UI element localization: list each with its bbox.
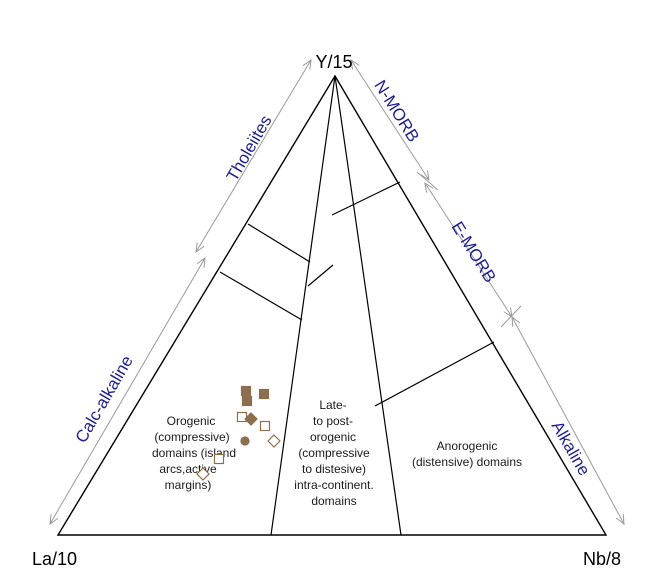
sample-filled-diamond <box>244 412 258 426</box>
boundary-late-anorogenic <box>334 75 402 536</box>
arrow-tholeiites <box>196 60 311 252</box>
svg-text:Anorogenic: Anorogenic <box>437 439 498 453</box>
field-label-orogenic: Orogenic (compressive) domains (island a… <box>152 414 236 492</box>
svg-text:(compressive): (compressive) <box>154 430 229 444</box>
boundary-tholeiite-upper <box>247 223 311 263</box>
field-label-late-post-orogenic: Late- to post- orogenic (compressive to … <box>294 398 373 508</box>
side-label-n-morb: N-MORB <box>370 77 423 146</box>
field-label-anorogenic: Anorogenic (distensive) domains <box>412 439 522 469</box>
sample-filled-square <box>258 388 270 400</box>
sample-filled-circle <box>240 436 250 446</box>
arrow-alkaline <box>512 317 624 524</box>
svg-text:margins): margins) <box>165 478 212 492</box>
boundary-nmorb <box>331 181 401 216</box>
svg-text:to post-: to post- <box>313 414 353 428</box>
sample-points <box>196 385 281 481</box>
vertex-left-label: La/10 <box>32 549 77 569</box>
boundary-tholeiite-lower <box>219 271 303 321</box>
side-label-e-morb: E-MORB <box>448 218 500 286</box>
sample-open-diamond <box>267 434 281 448</box>
sample-open-square <box>259 420 271 432</box>
vertex-right-label: Nb/8 <box>583 549 621 569</box>
svg-text:orogenic: orogenic <box>310 430 356 444</box>
svg-text:intra-continent.: intra-continent. <box>294 478 373 492</box>
sample-filled-square <box>240 385 252 397</box>
arrow-tick-marks <box>416 171 522 328</box>
arrow-nmorb <box>351 60 429 180</box>
sample-open-square <box>236 411 248 423</box>
boundary-orogenic-late <box>270 75 336 536</box>
side-label-tholeiites: Tholeiites <box>223 112 276 185</box>
svg-text:Late-: Late- <box>319 398 346 412</box>
sample-open-square <box>213 453 225 465</box>
svg-text:domains: domains <box>311 494 356 508</box>
svg-text:(compressive: (compressive <box>298 446 370 460</box>
svg-text:to distesive): to distesive) <box>302 462 366 476</box>
side-label-calc-alkaline: Calc-alkaline <box>72 352 137 446</box>
svg-text:(distensive) domains: (distensive) domains <box>412 455 522 469</box>
boundary-emorb <box>307 264 334 287</box>
arrow-emorb <box>425 183 512 317</box>
sample-filled-square <box>241 395 253 407</box>
svg-text:Orogenic: Orogenic <box>167 414 216 428</box>
vertex-top-label: Y/15 <box>315 52 352 72</box>
sample-open-diamond <box>196 467 210 481</box>
range-arrows <box>50 60 624 524</box>
arrow-calc-alkaline <box>50 258 205 524</box>
boundary-alkaline <box>374 341 495 407</box>
